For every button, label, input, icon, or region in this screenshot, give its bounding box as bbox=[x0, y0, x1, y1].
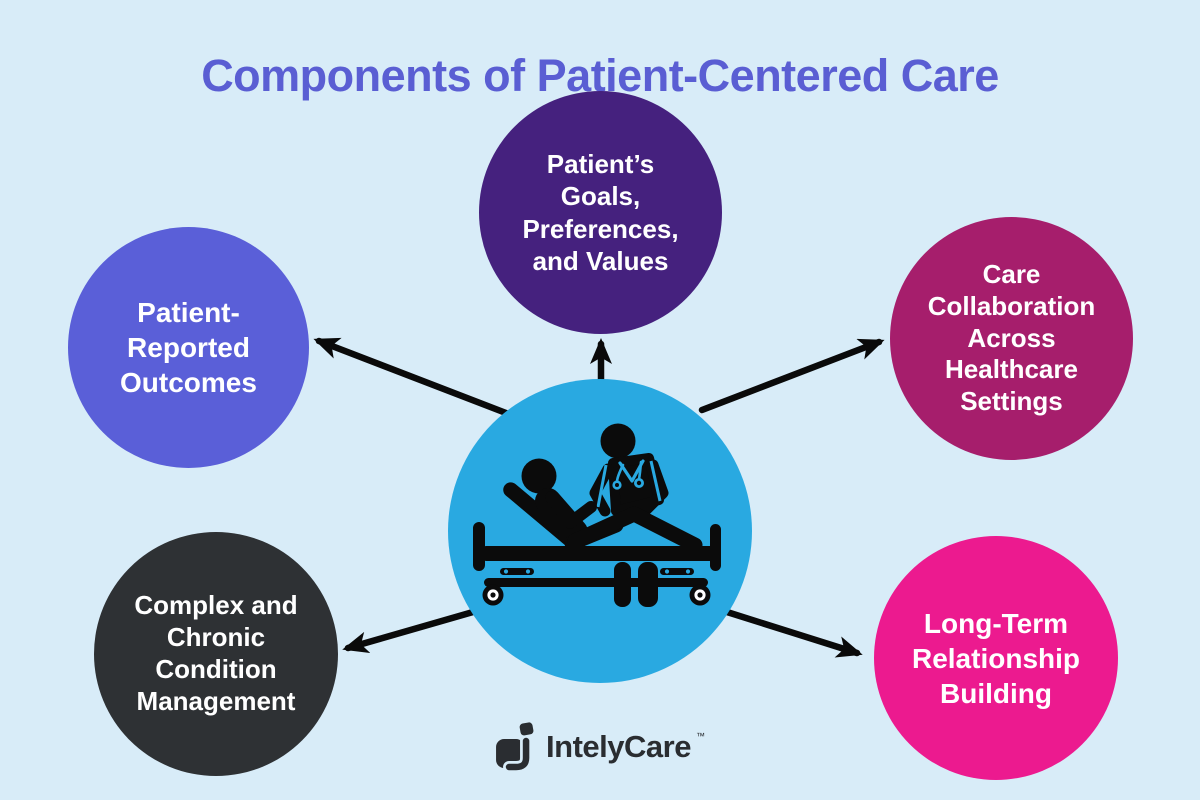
node-label: Complex and Chronic Condition Management bbox=[134, 590, 297, 718]
label-line: Collaboration bbox=[927, 290, 1096, 321]
label-line: Management bbox=[136, 685, 296, 716]
label-line: Across bbox=[967, 322, 1056, 353]
label-line: Settings bbox=[960, 386, 1063, 417]
label-line: Relationship bbox=[911, 642, 1080, 674]
node-label: Long-Term Relationship Building bbox=[912, 606, 1080, 711]
patient-in-bed-with-clinician-icon bbox=[448, 379, 752, 683]
label-line: and Values bbox=[532, 245, 669, 276]
label-line: Goals, bbox=[560, 181, 641, 212]
logo-text: IntelyCare bbox=[546, 729, 691, 764]
intelycare-logo-icon bbox=[496, 722, 534, 772]
label-line: Preferences, bbox=[522, 213, 679, 244]
label-line: Building bbox=[940, 677, 1052, 709]
label-line: Long-Term bbox=[923, 607, 1069, 639]
node-patients-goals-preferences-values: Patient’s Goals, Preferences, and Values bbox=[479, 91, 722, 334]
label-line: Patient- bbox=[137, 297, 240, 328]
intelycare-logo: IntelyCare ™ bbox=[495, 722, 705, 772]
label-line: Healthcare bbox=[945, 354, 1078, 385]
node-care-collaboration-across-healthcare-settings: Care Collaboration Across Healthcare Set… bbox=[890, 217, 1133, 460]
label-line: Care bbox=[982, 259, 1041, 290]
node-long-term-relationship-building: Long-Term Relationship Building bbox=[874, 536, 1118, 780]
logo-trademark: ™ bbox=[695, 731, 705, 741]
label-line: Outcomes bbox=[120, 367, 257, 398]
label-line: Reported bbox=[127, 332, 250, 363]
label-line: Complex and bbox=[134, 590, 298, 621]
label-line: Patient’s bbox=[546, 149, 655, 180]
node-patient-reported-outcomes: Patient- Reported Outcomes bbox=[68, 227, 309, 468]
node-label: Care Collaboration Across Healthcare Set… bbox=[928, 259, 1096, 418]
center-hub bbox=[448, 379, 752, 683]
node-label: Patient’s Goals, Preferences, and Values bbox=[522, 148, 678, 277]
node-label: Patient- Reported Outcomes bbox=[120, 295, 257, 400]
label-line: Chronic bbox=[166, 622, 266, 653]
node-complex-and-chronic-condition-management: Complex and Chronic Condition Management bbox=[94, 532, 338, 776]
label-line: Condition bbox=[155, 654, 277, 684]
